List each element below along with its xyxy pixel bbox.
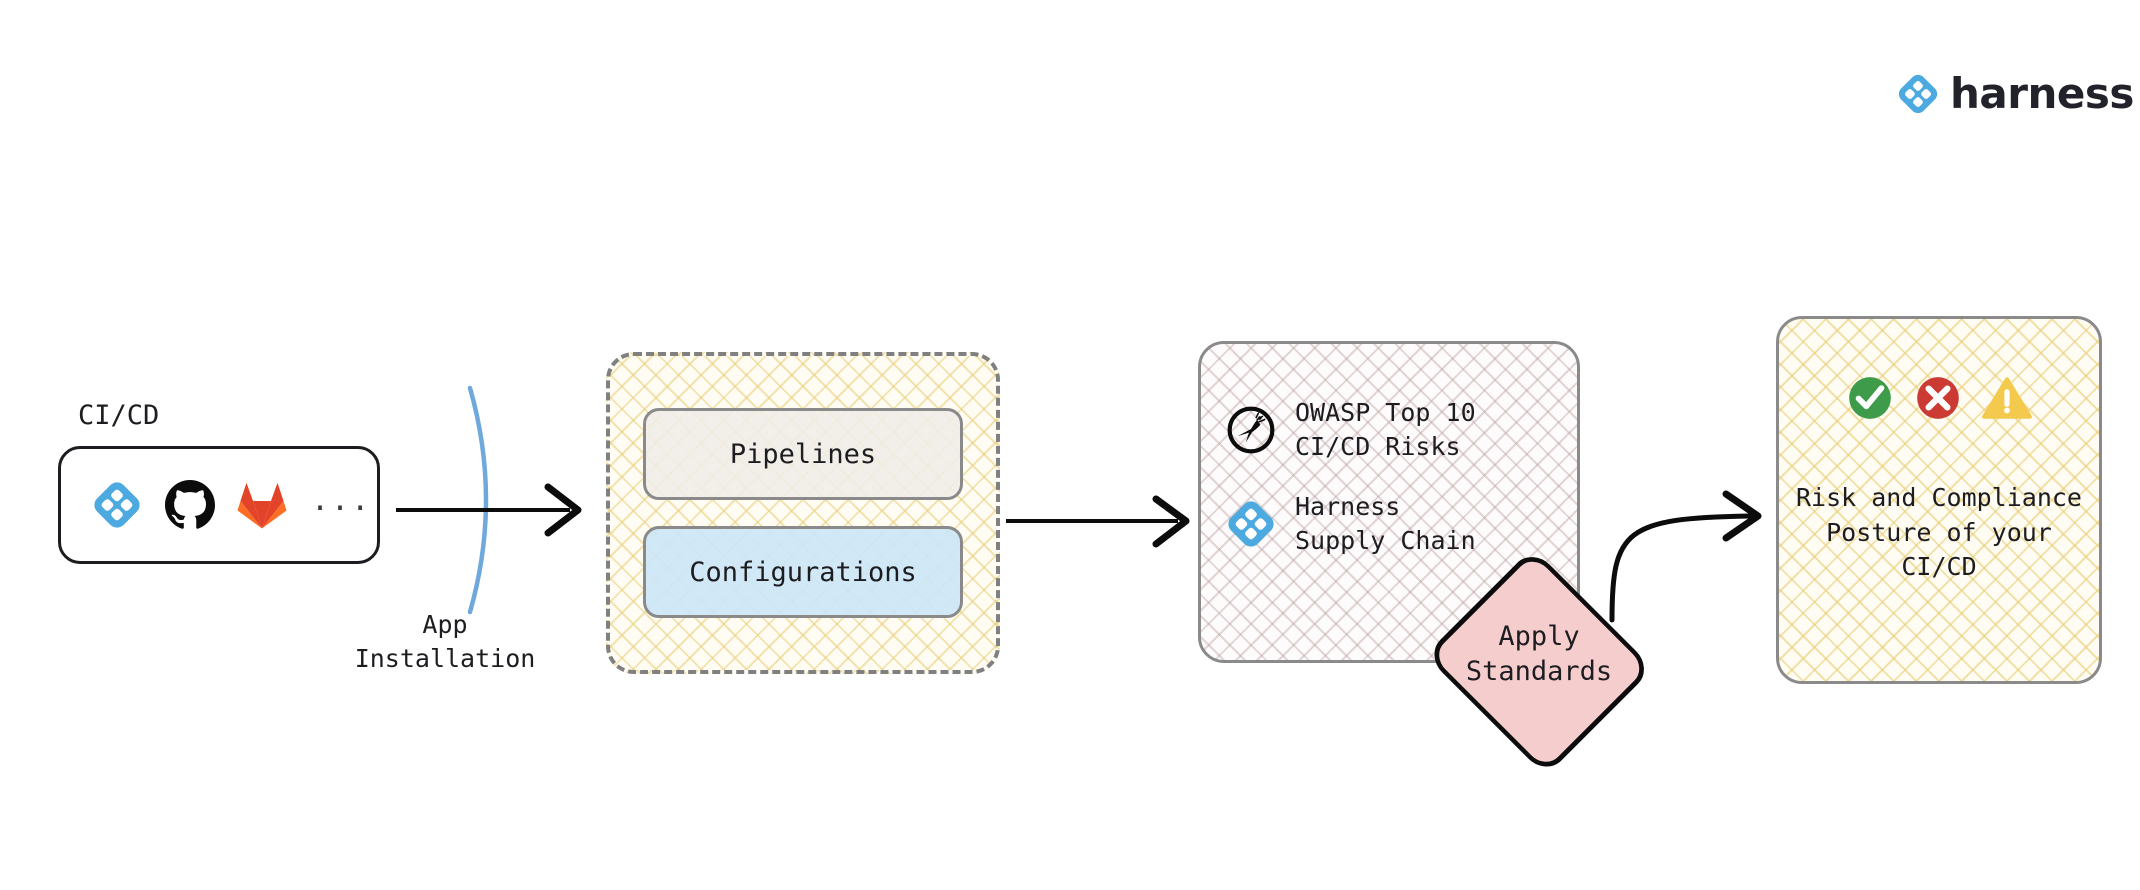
status-icon-group: [1845, 373, 2033, 423]
standard-row-owasp-label: OWASP Top 10 CI/CD Risks: [1295, 398, 1476, 461]
asset-card-pipelines[interactable]: Pipelines: [643, 408, 963, 500]
outcome-box: Risk and Compliance Posture of your CI/C…: [1776, 316, 2102, 684]
standard-row-owasp: OWASP Top 10 CI/CD Risks: [1225, 396, 1577, 464]
standard-row-harness-label: Harness Supply Chain: [1295, 492, 1476, 555]
github-logo-icon: [165, 480, 215, 529]
arrow-assets-to-standards: [1006, 495, 1190, 548]
outcome-text: Risk and Compliance Posture of your CI/C…: [1796, 483, 2082, 581]
asset-card-configurations[interactable]: Configurations: [643, 526, 963, 618]
error-circle-icon: [1917, 377, 1959, 419]
apply-standards-label: Apply Standards: [1465, 621, 1613, 687]
brand-name: harness: [1950, 69, 2134, 118]
harness-logo-icon: [1228, 501, 1274, 547]
cicd-tools-box: ...: [58, 446, 380, 564]
harness-logo-icon: [94, 482, 140, 528]
cicd-assets-container: Pipelines Configurations: [606, 352, 1000, 674]
check-circle-icon: [1849, 377, 1891, 419]
standards-box: OWASP Top 10 CI/CD Risks Harness Supply …: [1198, 341, 1580, 663]
gitlab-logo-icon: [237, 483, 287, 529]
owasp-logo-icon: [1227, 406, 1275, 454]
app-installation-caption: App Installation: [354, 610, 536, 673]
app-installation-boundary-arc: [467, 385, 489, 615]
warning-triangle-icon: [1982, 377, 2032, 419]
harness-brand-logo: harness: [1896, 72, 2134, 116]
harness-diamond-icon: [1898, 74, 1938, 114]
apply-standards-diamond[interactable]: [1408, 546, 1670, 778]
asset-card-configurations-label: Configurations: [689, 556, 917, 588]
standard-row-harness: Harness Supply Chain: [1225, 490, 1577, 558]
cicd-caption: CI/CD: [78, 400, 160, 431]
asset-card-pipelines-label: Pipelines: [729, 438, 877, 470]
more-tools-ellipsis: ...: [311, 482, 372, 518]
